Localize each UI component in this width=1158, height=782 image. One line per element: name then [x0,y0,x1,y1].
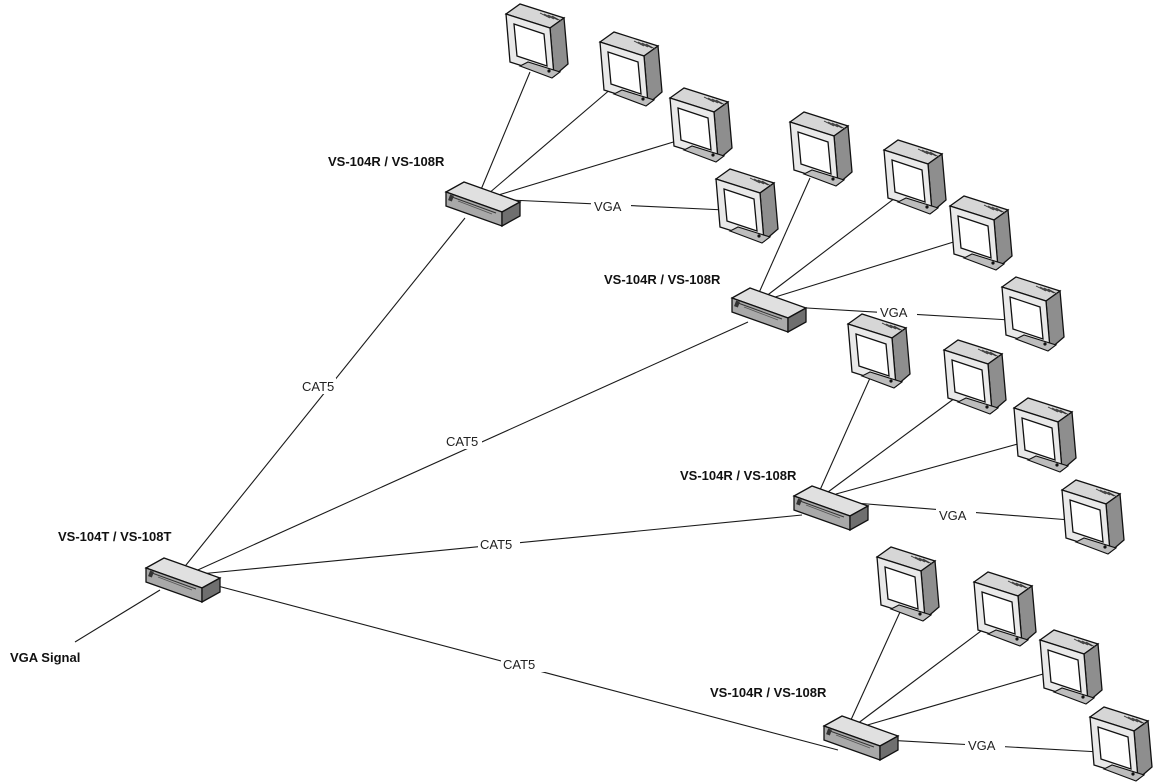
cat5-label-4-group: CAT5 [501,656,545,672]
output-wire [479,71,531,193]
cat5-label-1-group: CAT5 [300,378,336,394]
receiver-device-icon [823,715,899,761]
output-wire [856,627,986,725]
output-wire [849,611,901,723]
cat5-label-3-group: CAT5 [478,536,520,552]
output-wire [494,139,681,197]
monitor-icon [789,111,853,187]
receiver-label: VS-104R / VS-108R [680,468,797,483]
cat5-label: CAT5 [302,379,334,394]
monitor-icon [1089,706,1153,782]
output-wire [487,87,613,195]
monitor-icon [876,546,940,622]
monitor-icon [1061,479,1125,555]
output-wire [819,377,871,491]
output-wire [827,397,956,493]
receiver-label: VS-104R / VS-108R [328,154,445,169]
monitor-icon [1013,397,1077,473]
monitor-icon [1001,276,1065,352]
monitor-icon [505,3,569,79]
receiver-device-icon [445,181,521,227]
cat5-label: CAT5 [503,657,535,672]
receiver-label: VS-104R / VS-108R [604,272,721,287]
vga-signal-label: VGA Signal [10,650,80,665]
receiver-device-icon [731,287,807,333]
output-wire [863,671,1051,727]
monitor-icon [599,31,663,107]
vga-output-label: VGA [968,738,996,753]
monitor-icon [669,87,733,163]
vga-label-4-group: VGA [965,737,1005,753]
monitor-icon [1039,629,1103,705]
wires [74,71,1101,753]
receiver-1-monitors [505,3,779,244]
vga-input-wire [74,589,161,643]
cat5-link-2 [179,321,749,579]
cat5-label: CAT5 [446,434,478,449]
vga-output-label: VGA [939,508,967,523]
output-wire [835,441,1026,495]
output-wire [771,239,961,299]
vga-label-3-group: VGA [936,507,976,523]
monitor-icon [883,139,947,215]
vga-label-1-group: VGA [591,198,631,214]
transmitter-label: VS-104T / VS-108T [58,529,171,544]
receiver-4-monitors [876,546,1153,782]
monitor-icon [943,339,1007,415]
cat5-label: CAT5 [480,537,512,552]
monitor-icon [973,571,1037,647]
vga-label-2-group: VGA [877,304,917,320]
output-wire [757,177,811,296]
vga-output-label: VGA [594,199,622,214]
monitor-icon [847,313,911,389]
cat5-link-1 [177,217,466,576]
receiver-device-icon [793,485,869,531]
monitor-icon [949,195,1013,271]
vga-output-label: VGA [880,305,908,320]
receiver-label: VS-104R / VS-108R [710,685,827,700]
monitor-icon [715,168,779,244]
output-wire [764,197,896,298]
cat5-label-2-group: CAT5 [444,433,482,449]
receiver-3-monitors [847,313,1125,555]
